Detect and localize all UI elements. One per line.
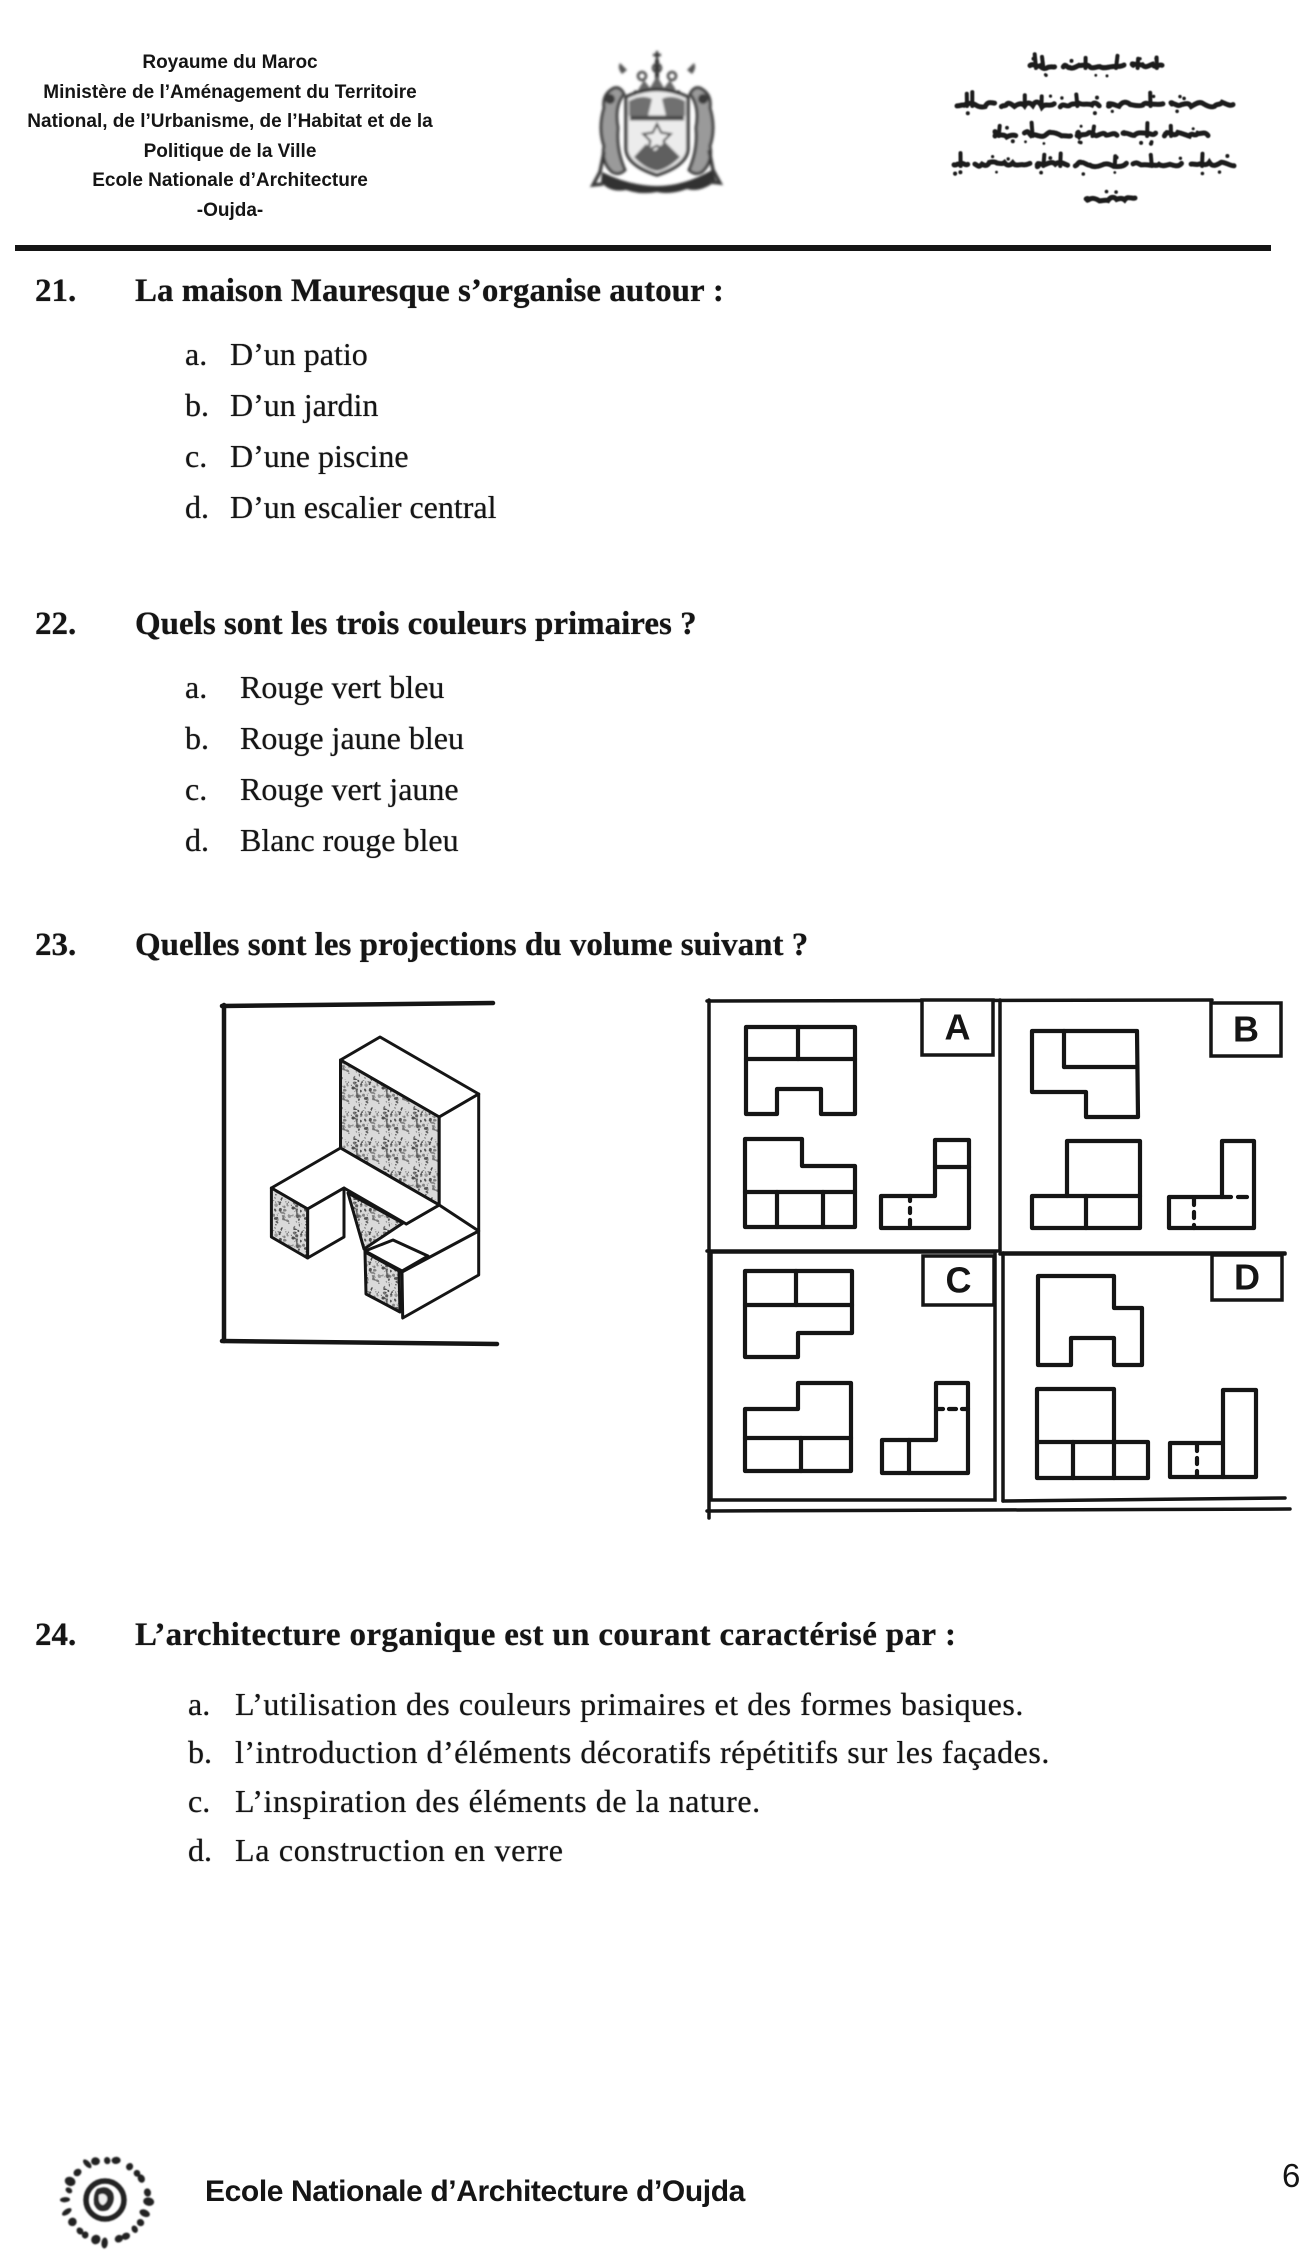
svg-text:B: B [1233,1009,1259,1050]
svg-text:D: D [1234,1257,1260,1298]
svg-text:A: A [945,1007,971,1048]
svg-text:C: C [946,1260,972,1301]
